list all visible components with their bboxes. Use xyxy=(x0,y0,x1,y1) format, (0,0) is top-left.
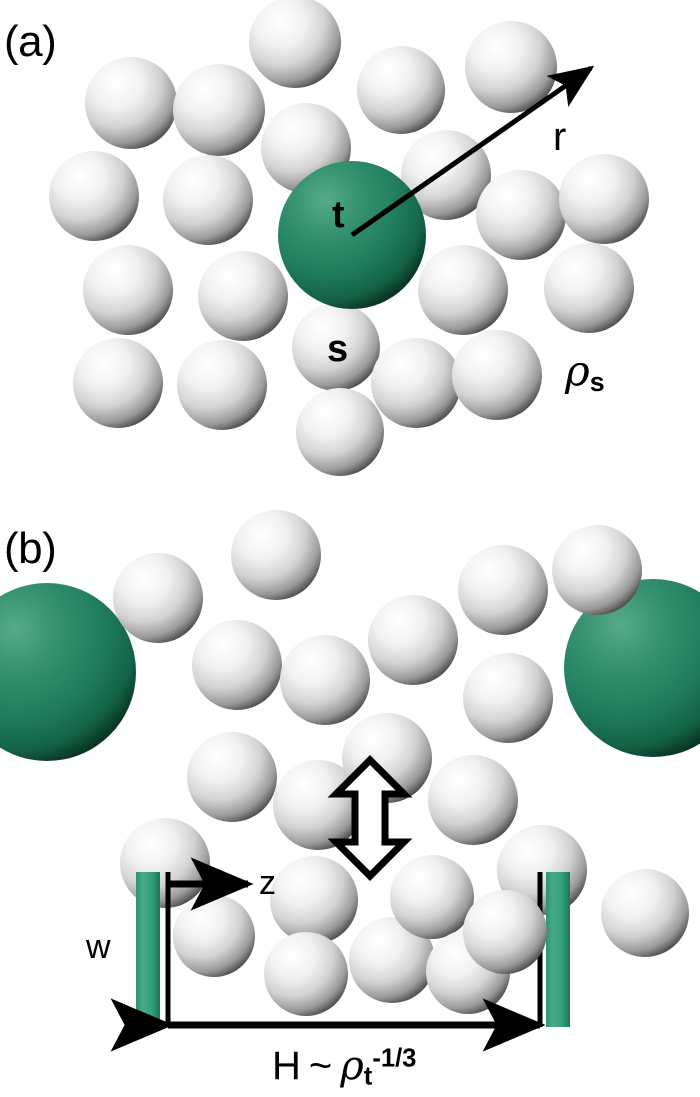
solvent-sphere xyxy=(249,0,341,88)
solvent-sphere xyxy=(428,755,518,845)
rho-subscript-s: s xyxy=(589,366,605,397)
solvent-sphere xyxy=(452,330,542,420)
solvent-sphere xyxy=(418,245,508,335)
formula-rho-symbol: ρ xyxy=(340,1043,364,1089)
solvent-sphere xyxy=(173,64,265,156)
solvent-sphere xyxy=(231,510,321,600)
solvent-sphere xyxy=(371,338,461,428)
solvent-sphere xyxy=(463,653,553,743)
solvent-sphere xyxy=(163,155,253,245)
solvent-sphere xyxy=(273,760,363,850)
equivalence-arrow xyxy=(327,755,413,881)
tagged-sphere xyxy=(0,583,136,761)
solvent-sphere xyxy=(187,732,277,822)
solvent-sphere xyxy=(463,890,547,974)
solvent-sphere xyxy=(120,818,210,908)
slit-solvent-sphere-group xyxy=(173,855,547,1016)
slit-annotation-group xyxy=(110,857,546,1052)
solvent-sphere xyxy=(296,388,384,476)
panel-a-radius-arrow-group xyxy=(350,65,595,238)
solvent-sphere xyxy=(465,21,557,113)
solvent-sphere xyxy=(270,856,358,944)
solvent-sphere xyxy=(192,620,282,710)
solvent-sphere xyxy=(264,932,348,1016)
panel-b-bulk-tagged-sphere-group xyxy=(0,579,700,761)
solvent-sphere xyxy=(173,895,255,977)
solvent-sphere xyxy=(73,338,163,428)
solvent-sphere xyxy=(280,635,370,725)
solvent-sphere xyxy=(476,170,566,260)
radius-arrow-label-r: r xyxy=(553,115,567,159)
rho-symbol: ρ xyxy=(565,346,590,395)
solvent-sphere xyxy=(292,303,380,391)
solvent-sphere xyxy=(85,57,177,149)
right-wall xyxy=(546,872,570,1027)
panel-a-label: (a) xyxy=(4,17,57,66)
formula-exponent: -1/3 xyxy=(372,1044,417,1073)
panel-a-solvent-sphere-group xyxy=(49,0,649,476)
panel-b-label: (b) xyxy=(4,524,57,573)
solvent-sphere xyxy=(601,869,689,957)
solvent-particle-letter-s: s xyxy=(327,328,349,370)
formula-prefix-H: H ~ xyxy=(272,1044,341,1088)
z-axis-label: z xyxy=(259,864,276,902)
left-wall xyxy=(136,872,160,1027)
solvent-sphere xyxy=(559,154,649,244)
solvent-sphere xyxy=(349,917,435,1003)
solvent-sphere xyxy=(390,855,474,939)
wall-label-w: w xyxy=(86,928,111,966)
radius-arrow xyxy=(350,65,595,238)
slit-wall-group xyxy=(136,872,570,1027)
solvent-sphere xyxy=(177,340,267,430)
solvent-sphere xyxy=(113,553,203,643)
solvent-sphere xyxy=(357,46,445,134)
solvent-sphere xyxy=(49,151,139,241)
equivalence-double-arrow-group xyxy=(327,755,413,881)
solvent-sphere xyxy=(198,251,288,341)
solvent-sphere xyxy=(83,245,173,335)
solvent-sphere xyxy=(544,243,634,333)
solvent-sphere xyxy=(552,525,642,615)
slit-width-formula: H ~ ρt-1/3 xyxy=(272,1046,416,1090)
solvent-density-label: ρs xyxy=(565,350,605,396)
formula-rho-subscript-t: t xyxy=(363,1062,373,1091)
tagged-sphere xyxy=(564,579,700,757)
solvent-sphere xyxy=(368,595,458,685)
solvent-sphere xyxy=(458,545,548,635)
tagged-particle-letter-t: t xyxy=(332,194,345,236)
